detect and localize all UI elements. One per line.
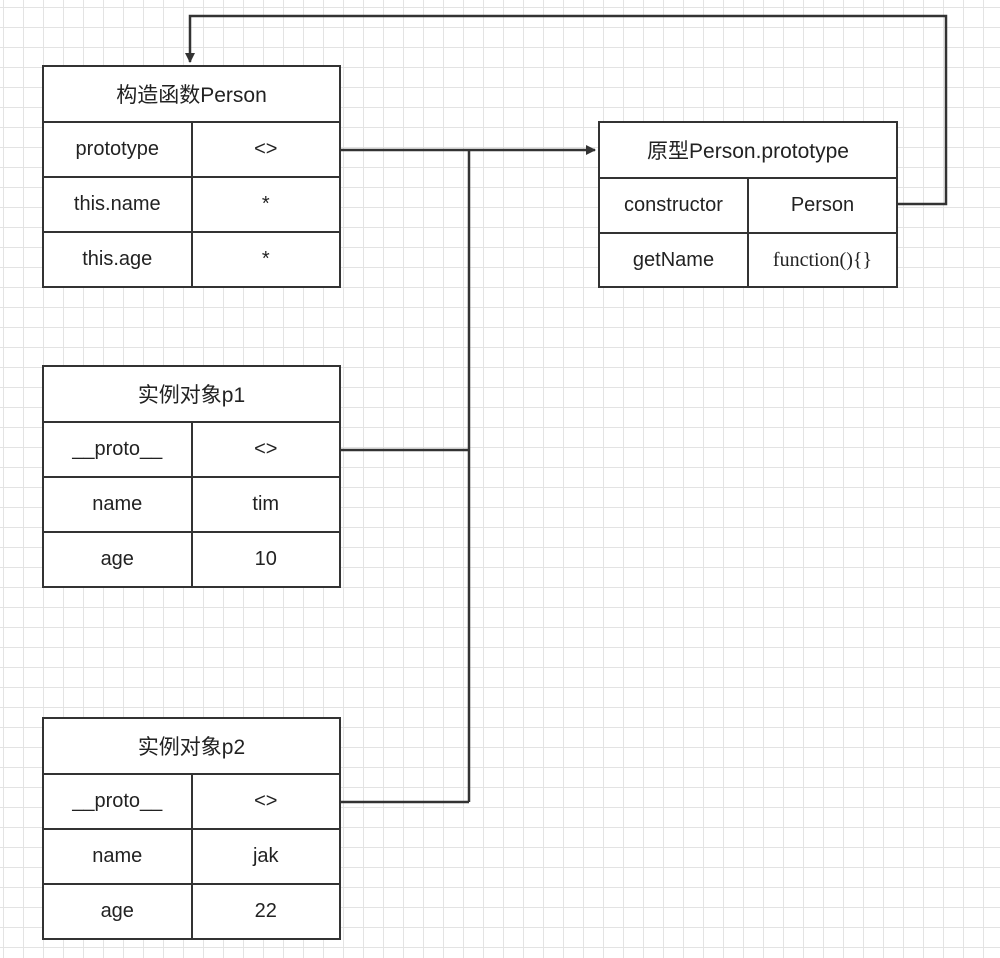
- instance-p2-table: 实例对象p2 __proto__ <> name jak age 22: [42, 717, 341, 940]
- row-key: this.age: [44, 233, 193, 286]
- table-row: this.name *: [44, 178, 339, 233]
- instance-p2-title: 实例对象p2: [44, 719, 339, 775]
- table-row: prototype <>: [44, 123, 339, 178]
- row-value: function(){}: [772, 249, 873, 271]
- constructor-person-table: 构造函数Person prototype <> this.name * this…: [42, 65, 341, 288]
- row-value: <>: [254, 138, 278, 160]
- row-key: constructor: [600, 179, 749, 232]
- row-value: 22: [254, 900, 277, 922]
- instance-p1-table: 实例对象p1 __proto__ <> name tim age 10: [42, 365, 341, 588]
- row-value: tim: [252, 493, 280, 515]
- row-value: jak: [252, 845, 279, 867]
- instance-p1-title: 实例对象p1: [44, 367, 339, 423]
- row-value: <>: [254, 790, 278, 812]
- row-value: Person: [790, 194, 855, 216]
- row-value: <>: [254, 438, 278, 460]
- row-key: this.name: [44, 178, 193, 231]
- row-key: age: [44, 533, 193, 586]
- row-value: 10: [254, 548, 277, 570]
- row-key: __proto__: [44, 775, 193, 828]
- table-row: name jak: [44, 830, 339, 885]
- table-row: __proto__ <>: [44, 775, 339, 830]
- row-key: age: [44, 885, 193, 938]
- table-row: this.age *: [44, 233, 339, 286]
- constructor-title: 构造函数Person: [44, 67, 339, 123]
- row-key: __proto__: [44, 423, 193, 476]
- row-value: *: [261, 248, 270, 270]
- row-key: name: [44, 478, 193, 531]
- prototype-title: 原型Person.prototype: [600, 123, 896, 179]
- table-row: constructor Person: [600, 179, 896, 234]
- table-row: age 10: [44, 533, 339, 586]
- row-value: *: [261, 193, 270, 215]
- table-row: age 22: [44, 885, 339, 938]
- row-key: getName: [600, 234, 749, 287]
- table-row: name tim: [44, 478, 339, 533]
- row-key: prototype: [44, 123, 193, 176]
- person-prototype-table: 原型Person.prototype constructor Person ge…: [598, 121, 898, 288]
- row-key: name: [44, 830, 193, 883]
- table-row: __proto__ <>: [44, 423, 339, 478]
- table-row: getName function(){}: [600, 234, 896, 287]
